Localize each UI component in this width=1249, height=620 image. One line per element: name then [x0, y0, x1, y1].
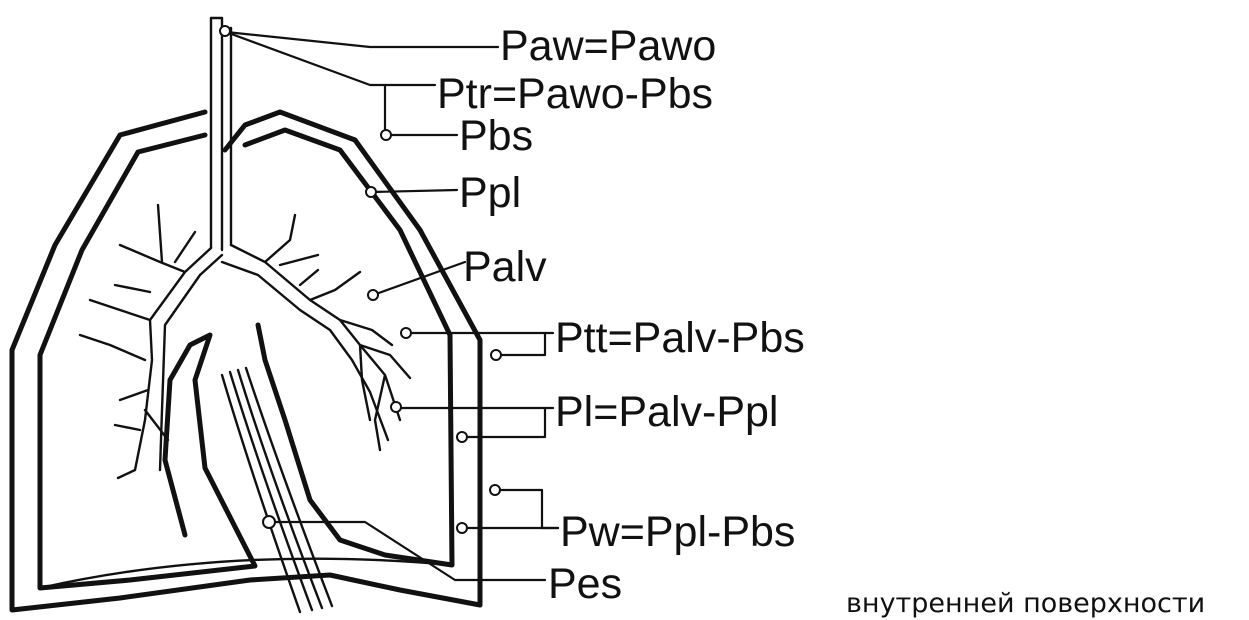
probe-body-surface-ptt	[491, 350, 501, 360]
left-bronchial-tree	[80, 205, 211, 478]
probe-airway-opening	[220, 26, 230, 36]
probe-alveolar	[368, 290, 378, 300]
probe-esophageal	[263, 516, 275, 528]
trachea	[211, 18, 231, 250]
probe-body-surface	[381, 130, 391, 140]
label-pw: Pw=Ppl-Pbs	[560, 508, 795, 556]
label-pbs: Pbs	[459, 112, 533, 160]
probe-alveolar-ptt	[401, 328, 411, 338]
label-pl: Pl=Palv-Ppl	[555, 388, 778, 436]
probe-alveolar-pl	[391, 402, 401, 412]
caption-text: внутренней поверхности	[846, 590, 1205, 617]
label-ptt: Ptt=Palv-Pbs	[555, 314, 805, 362]
label-ppl: Ppl	[459, 169, 521, 217]
label-pes: Pes	[548, 560, 622, 608]
right-bronchial-tree-inner	[222, 262, 388, 440]
label-ptr: Ptr=Pawo-Pbs	[437, 70, 713, 118]
chest-wall-outline	[12, 112, 480, 610]
probe-pleural	[366, 187, 376, 197]
probe-body-surface-pw	[490, 485, 500, 495]
right-lung-outline	[245, 130, 452, 565]
left-bronchial-tree-inner	[160, 255, 222, 470]
probe-pleural-pl	[457, 432, 467, 442]
probe-pleural-pw	[457, 523, 467, 533]
label-paw: Paw=Pawo	[500, 22, 716, 70]
label-palv: Palv	[463, 243, 547, 291]
